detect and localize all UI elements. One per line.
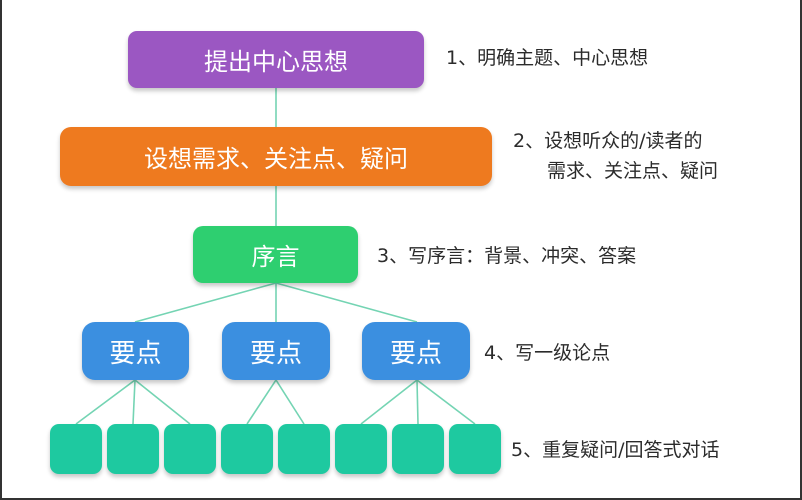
point-node-1: 要点 (82, 322, 189, 380)
topic-node-label: 提出中心思想 (204, 48, 348, 76)
point-node-3: 要点 (362, 322, 470, 380)
connector-point-1-leaf-2 (132, 379, 136, 425)
preface-node-label: 序言 (251, 243, 300, 271)
leaf-node-4 (221, 424, 273, 474)
point-node-2: 要点 (222, 322, 330, 380)
step-5-note: 5、重复疑问/回答式对话 (511, 439, 720, 461)
step-2-note-line-2: 需求、关注点、疑问 (547, 160, 719, 182)
topic-node: 提出中心思想 (128, 31, 424, 88)
point-node-2-label: 要点 (249, 338, 302, 369)
point-node-3-label: 要点 (389, 338, 442, 369)
leaf-node-2 (107, 424, 159, 474)
step-3-note: 3、写序言：背景、冲突、答案 (377, 245, 637, 267)
connector-preface-point-1 (134, 282, 277, 323)
connector-point-3-leaf-8 (416, 379, 476, 425)
leaf-node-8 (449, 424, 501, 474)
connector-point-2-leaf-4 (246, 379, 277, 425)
leaf-node-5 (278, 424, 330, 474)
step-1-note: 1、明确主题、中心思想 (446, 47, 649, 69)
leaf-node-7 (392, 424, 444, 474)
connector-point-1-leaf-1 (75, 379, 136, 425)
connector-preface-point-3 (275, 282, 418, 323)
connector-point-1-leaf-3 (134, 379, 191, 425)
needs-node-label: 设想需求、关注点、疑问 (144, 145, 408, 173)
leaf-node-3 (164, 424, 216, 474)
leaf-node-6 (335, 424, 387, 474)
leaf-node-1 (50, 424, 102, 474)
connector-point-3-leaf-6 (360, 379, 418, 425)
connector-point-2-leaf-5 (275, 379, 305, 425)
step-2-note-line-1: 2、设想听众的/读者的 (513, 130, 703, 152)
preface-node: 序言 (193, 226, 358, 283)
connector-point-3-leaf-7 (416, 379, 419, 425)
point-node-1-label: 要点 (109, 338, 162, 369)
step-4-note: 4、写一级论点 (484, 342, 611, 364)
needs-node: 设想需求、关注点、疑问 (60, 127, 492, 186)
